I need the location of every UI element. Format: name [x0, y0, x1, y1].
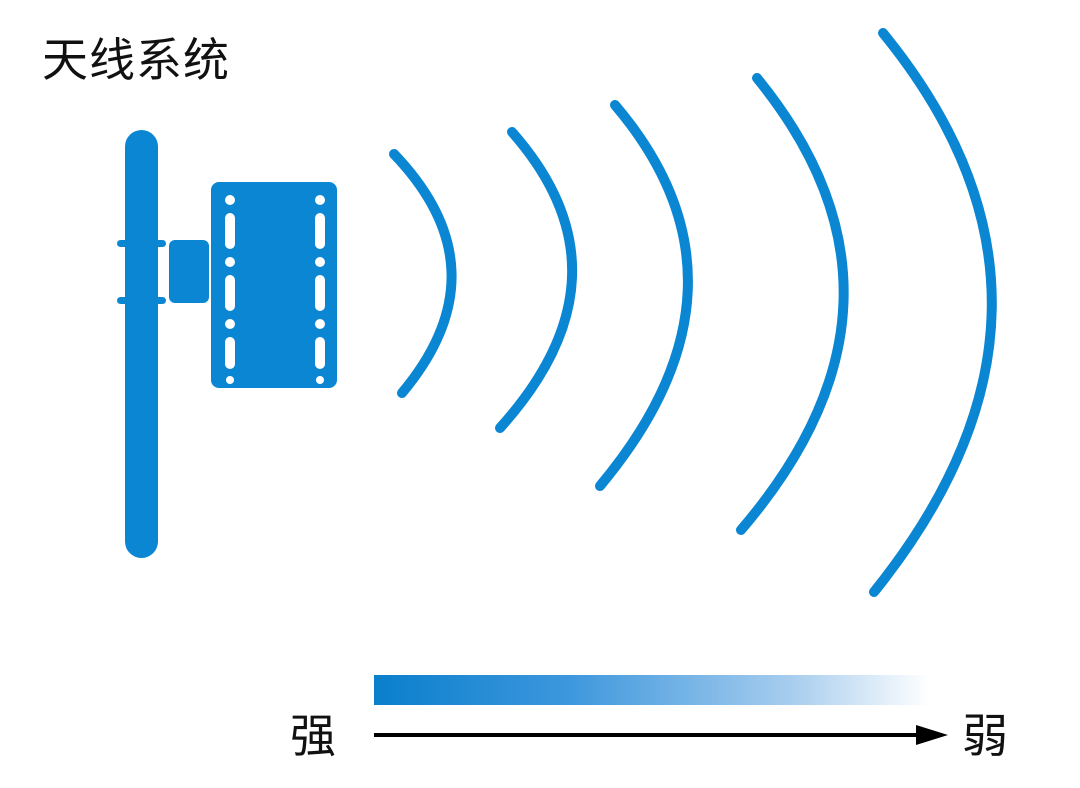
- mount-connector: [169, 240, 209, 303]
- signal-wave-2: [495, 127, 577, 433]
- signal-wave-icon: [389, 28, 997, 597]
- antenna-pole: [125, 130, 158, 558]
- antenna-icon: [117, 130, 337, 558]
- pole-bracket-bottom-ring: [117, 297, 166, 304]
- signal-wave-1: [389, 149, 457, 398]
- antenna-panel: [211, 182, 337, 388]
- weak-label: 弱: [962, 709, 1008, 763]
- pole-bracket: [125, 247, 158, 297]
- signal-strength-gradient-bar: [374, 675, 930, 705]
- signal-wave-3: [595, 100, 693, 491]
- signal-wave-5: [869, 28, 997, 597]
- arrow-right-icon: [374, 725, 948, 745]
- signal-wave-4: [736, 73, 849, 535]
- strong-label: 强: [290, 709, 336, 763]
- antenna-panel-slots: [225, 195, 325, 384]
- diagram-title: 天线系统: [42, 33, 230, 87]
- pole-bracket-top-ring: [117, 240, 166, 247]
